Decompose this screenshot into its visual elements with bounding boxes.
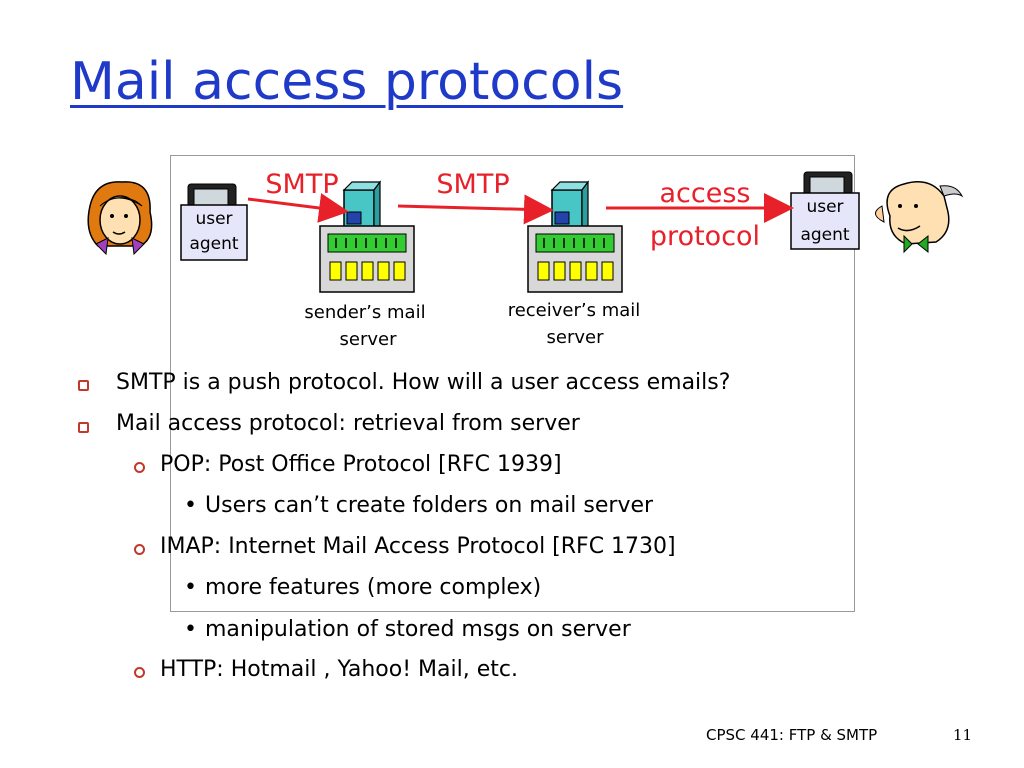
footer-course: CPSC 441: FTP & SMTP [706,726,878,744]
svg-text:user: user [806,197,843,217]
diagram-frame [170,155,855,612]
smtp-arrow-2 [397,194,554,225]
sender-server-label-line1: sender’s mail [304,302,425,323]
woman-cartoon-icon [87,181,153,256]
sender-server-label-line2: server [340,329,398,350]
smtp-arrow-1 [247,193,349,223]
access-protocol-label-line2: protocol [650,221,760,252]
bullet-item: IMAP: Internet Mail Access Protocol [RFC… [160,534,676,559]
receiver-server-label-line2: server [547,327,605,348]
circle-bullet-icon [134,667,145,678]
page-number: 11 [953,726,973,744]
dot-bullet-icon: • [184,617,197,642]
man-cartoon-icon [875,181,964,254]
bullet-item: HTTP: Hotmail , Yahoo! Mail, etc. [160,657,518,682]
square-bullet-icon [78,380,89,391]
bullet-item: more features (more complex) [205,575,542,600]
access-protocol-label-line1: access [660,178,751,209]
bullet-item: Mail access protocol: retrieval from ser… [116,411,580,436]
bullet-item: Users can’t create folders on mail serve… [205,493,654,518]
left-user-agent: user agent [180,204,248,261]
receiver-mail-server-icon [527,181,623,293]
circle-bullet-icon [134,462,145,473]
svg-text:agent: agent [800,225,849,245]
square-bullet-icon [78,422,89,433]
bullet-item: SMTP is a push protocol. How will a user… [116,370,731,395]
smtp-label-1: SMTP [265,169,338,200]
bullet-item: manipulation of stored msgs on server [205,617,631,642]
svg-text:agent: agent [189,234,238,254]
smtp-label-2: SMTP [436,169,509,200]
receiver-server-label-line1: receiver’s mail [508,300,641,321]
dot-bullet-icon: • [184,575,197,600]
right-user-agent: user agent [790,192,860,250]
bullet-item: POP: Post Office Protocol [RFC 1939] [160,452,562,477]
circle-bullet-icon [134,544,145,555]
svg-text:user: user [195,209,232,229]
dot-bullet-icon: • [184,493,197,518]
slide-title: Mail access protocols [70,52,624,112]
